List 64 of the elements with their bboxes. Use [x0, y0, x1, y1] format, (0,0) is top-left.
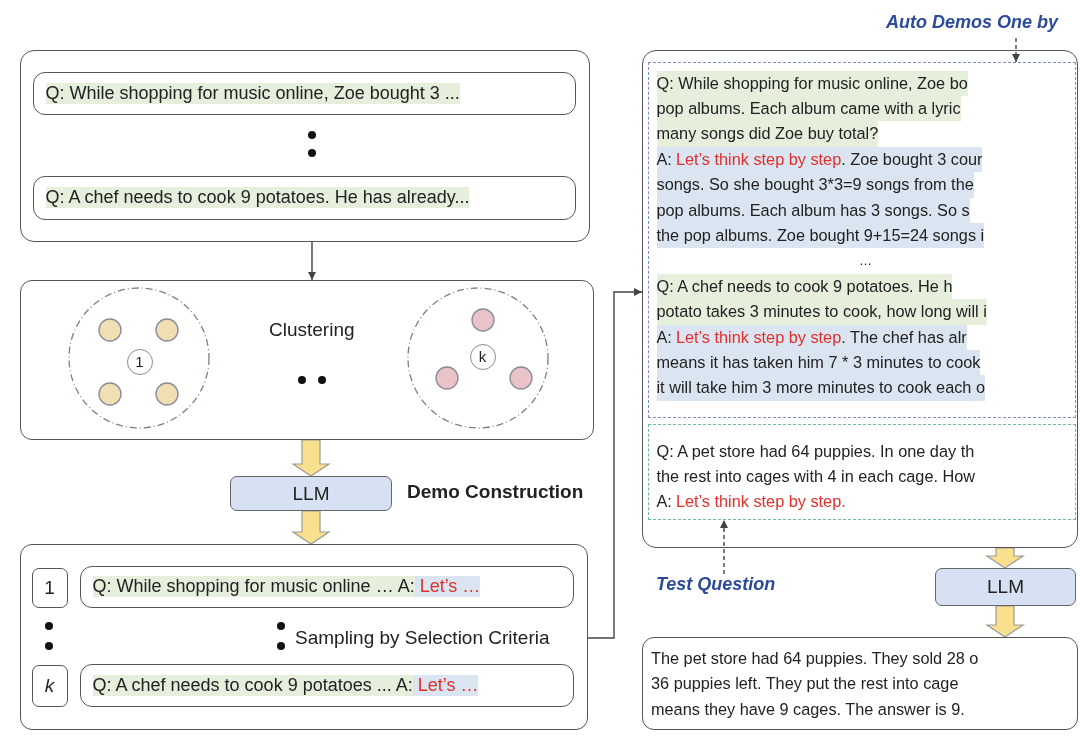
- answer-text: . Zoe bought 3 cour: [841, 146, 983, 173]
- demos-box: [647, 61, 1076, 418]
- llm-label: LLM: [987, 576, 1024, 598]
- question-text: Q: A chef needs to cook 9 potatoes ... A:: [92, 674, 413, 696]
- arrow: [1012, 37, 1020, 63]
- trigger-phrase: Let’s think step by step: [675, 324, 842, 350]
- demo-panel: [20, 544, 588, 730]
- question-text: Q: While shopping for music online … A:: [92, 576, 415, 597]
- answer-text: the pop albums. Zoe bought 9+15=24 songs i: [656, 222, 985, 249]
- question-text: Q: A chef needs to cook 9 potatoes. He h: [656, 273, 953, 300]
- index-box: [31, 567, 68, 608]
- question-text: pop albums. Each album came with a lyric: [656, 95, 961, 122]
- demo-box: [79, 663, 574, 707]
- answer-text: . The chef has alr: [841, 324, 967, 350]
- arrow: [720, 519, 728, 575]
- answer-text: 36 puppies left. They put the rest into cage: [651, 673, 959, 695]
- trigger-phrase: Let’s think step by step: [675, 146, 842, 173]
- demo-box: [79, 565, 574, 608]
- annotation-label: Auto Demos One by: [886, 12, 1059, 32]
- question-box: [32, 175, 576, 220]
- annotation-label: Test Question: [656, 574, 776, 594]
- ellipsis-text: …: [858, 252, 873, 271]
- test-question-box: [647, 423, 1076, 520]
- answer-text: means it has taken him 7 * 3 minutes to cook: [656, 349, 981, 376]
- llm-label: LLM: [292, 482, 330, 505]
- answer-text: means they have 9 cages. The answer is 9.: [651, 698, 965, 720]
- answer-text: The pet store had 64 puppies. They sold 28 o: [651, 648, 979, 669]
- question-text: Q: A chef needs to cook 9 potatoes. He has already...: [45, 187, 470, 208]
- trigger-phrase: Let’s …: [412, 674, 479, 696]
- answer-text: A:: [656, 324, 676, 350]
- arrow: [308, 241, 316, 281]
- prompt-panel: [642, 50, 1078, 548]
- question-text: many songs did Zoe buy total?: [656, 121, 879, 147]
- llm-box: [230, 476, 392, 511]
- index-label: 1: [44, 576, 55, 599]
- index-label: k: [44, 674, 55, 697]
- answer-text: A:: [656, 146, 676, 173]
- question-text: Q: While shopping for music online, Zoe bo: [656, 70, 968, 96]
- answer-text: songs. So she bought 3*3=9 songs from the: [656, 172, 974, 198]
- index-box: [31, 664, 68, 707]
- index-label: k: [478, 348, 487, 365]
- clustering-label: Clustering: [269, 319, 355, 341]
- question-text: potato takes 3 minutes to cook, how long will i: [656, 299, 987, 325]
- question-text: Q: While shopping for music online, Zoe bought 3 ...: [45, 82, 460, 104]
- llm-box: [935, 568, 1076, 606]
- index-label: 1: [135, 353, 144, 370]
- block-arrow: [291, 439, 331, 477]
- trigger-phrase: Let’s …: [414, 576, 481, 597]
- question-box: [32, 71, 576, 115]
- question-text: the rest into cages with 4 in each cage. How: [656, 465, 976, 487]
- arrow: [587, 288, 643, 639]
- clustering-panel: [20, 280, 594, 440]
- step-label: Demo Construction: [407, 481, 584, 503]
- block-arrow: [985, 605, 1025, 638]
- sampling-label: Sampling by Selection Criteria: [295, 627, 550, 649]
- question-text: Q: A pet store had 64 puppies. In one day th: [656, 440, 975, 462]
- block-arrow: [985, 547, 1025, 569]
- answer-text: it will take him 3 more minutes to cook each o: [656, 375, 985, 401]
- block-arrow: [291, 510, 331, 545]
- answer-text: pop albums. Each album has 3 songs. So s: [656, 197, 970, 223]
- output-box: [642, 637, 1078, 730]
- trigger-phrase: Let’s think step by step.: [675, 490, 846, 512]
- question-text: A:: [656, 490, 673, 512]
- question-list-panel: [20, 50, 590, 242]
